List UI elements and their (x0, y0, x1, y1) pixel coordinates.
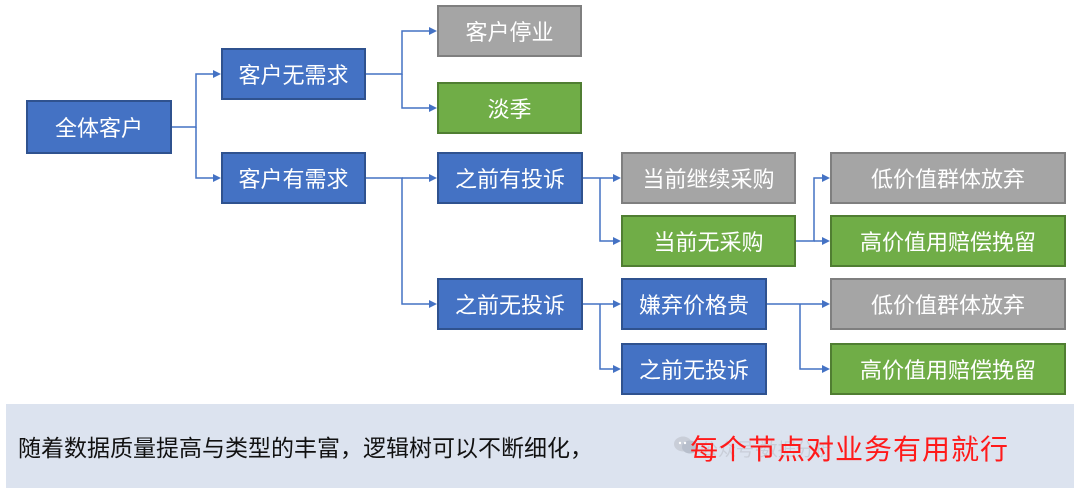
edge-price-high (799, 304, 823, 370)
node-still-purchasing: 当前继续采购 (621, 152, 796, 204)
caption-bar: 随着数据质量提高与类型的丰富，逻辑树可以不断细化， (6, 404, 1074, 488)
edge-no-demand-stopped (366, 30, 430, 75)
edge-root-has-demand (195, 127, 214, 179)
node-not-purchasing: 当前无采购 (621, 215, 796, 267)
arrowhead (213, 174, 221, 182)
edge-no-demand-offseason (401, 74, 430, 109)
arrowhead (613, 174, 621, 182)
node-low-value-abandon-1: 低价值群体放弃 (830, 152, 1066, 204)
wechat-icon (674, 436, 698, 454)
node-no-complaint-leaf: 之前无投诉 (621, 343, 767, 395)
caption-highlight: 每个节点对业务有用就行 (690, 433, 1010, 466)
node-no-complaint: 之前无投诉 (437, 278, 583, 330)
arrowhead (822, 365, 830, 373)
node-off-season: 淡季 (437, 82, 582, 134)
node-customer-stopped: 客户停业 (437, 5, 582, 57)
tree-connectors (172, 27, 830, 373)
edge-has-demand-no-complaint (366, 177, 430, 305)
node-high-value-retain-1: 高价值用赔偿挽留 (830, 215, 1066, 267)
arrowhead (429, 104, 437, 112)
arrowhead (429, 27, 437, 35)
edge-complaint-not-purchasing (599, 178, 614, 242)
arrowhead (429, 174, 437, 182)
arrowhead (613, 237, 621, 245)
watermark-text: 公众号·数据分析 (700, 440, 832, 461)
node-low-value-abandon-2: 低价值群体放弃 (830, 278, 1066, 330)
node-price-too-high: 嫌弃价格贵 (621, 278, 767, 330)
node-high-value-retain-2: 高价值用赔偿挽留 (830, 343, 1066, 395)
arrowhead (613, 300, 621, 308)
arrowhead (429, 300, 437, 308)
node-has-demand: 客户有需求 (221, 152, 366, 204)
node-had-complaint: 之前有投诉 (437, 152, 583, 204)
arrowhead (613, 365, 621, 373)
edge-not-purchasing-low (796, 177, 823, 242)
arrowhead (822, 237, 830, 245)
logic-tree-diagram: 全体客户 客户无需求 客户停业 淡季 客户有需求 之前有投诉 之前无投诉 当前继… (26, 5, 1066, 395)
arrowhead (822, 174, 830, 182)
caption-text: 随着数据质量提高与类型的丰富，逻辑树可以不断细化， (18, 436, 593, 462)
edge-no-complaint-leaf (599, 304, 614, 370)
node-no-demand: 客户无需求 (221, 48, 366, 100)
node-all-customers: 全体客户 (26, 100, 172, 154)
edge-root-no-demand (172, 73, 214, 128)
arrowhead (822, 300, 830, 308)
arrowhead (213, 70, 221, 78)
